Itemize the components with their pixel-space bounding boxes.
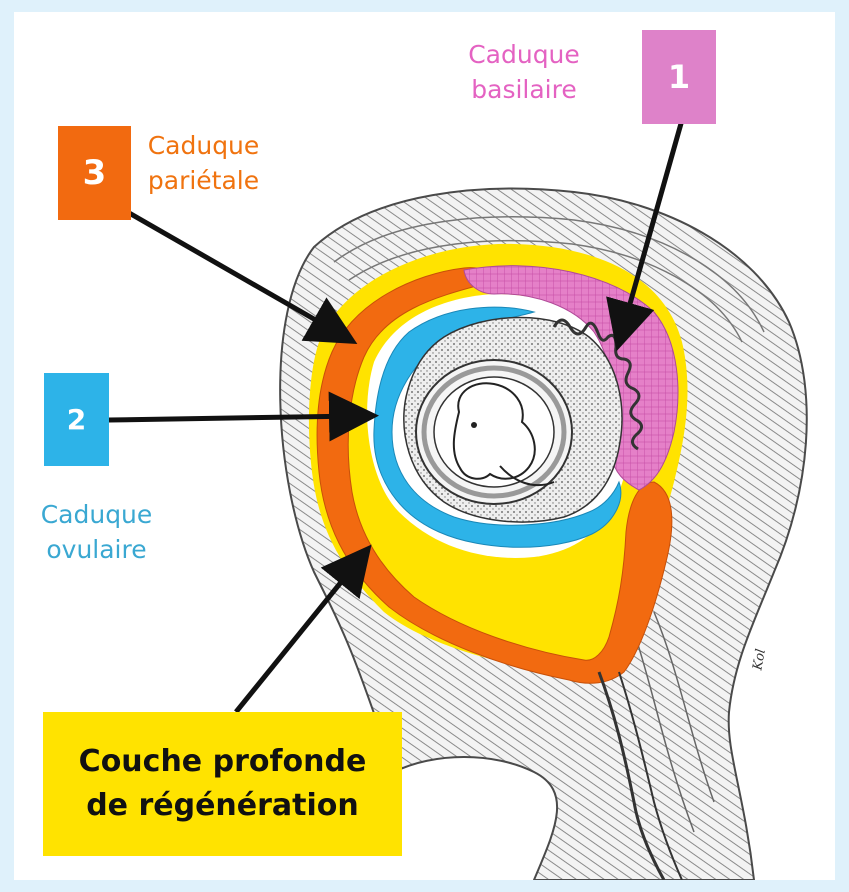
label-parietale-line2: pariétale (126, 163, 281, 198)
badge-basilaire-number: 1 (668, 58, 690, 96)
diagram-stage: 1 2 3 Caduque basilaire Caduque pariétal… (14, 12, 835, 880)
label-basilaire: Caduque basilaire (444, 37, 604, 107)
embryo-group (416, 360, 572, 504)
caption-line2: de régénération (86, 784, 359, 828)
label-parietale: Caduque pariétale (126, 128, 281, 198)
label-ovulaire-line1: Caduque (24, 497, 169, 532)
badge-ovulaire-number: 2 (67, 403, 86, 436)
label-parietale-line1: Caduque (126, 128, 281, 163)
caption-line1: Couche profonde (79, 740, 367, 784)
label-basilaire-line2: basilaire (444, 72, 604, 107)
label-ovulaire-line2: ovulaire (24, 532, 169, 567)
badge-parietale-number: 3 (83, 153, 107, 193)
badge-ovulaire: 2 (44, 373, 109, 466)
badge-basilaire: 1 (642, 30, 716, 124)
label-ovulaire: Caduque ovulaire (24, 497, 169, 567)
badge-parietale: 3 (58, 126, 131, 220)
caption-regeneration: Couche profonde de régénération (43, 712, 402, 856)
arrow-regeneration (236, 560, 359, 712)
label-basilaire-line1: Caduque (444, 37, 604, 72)
